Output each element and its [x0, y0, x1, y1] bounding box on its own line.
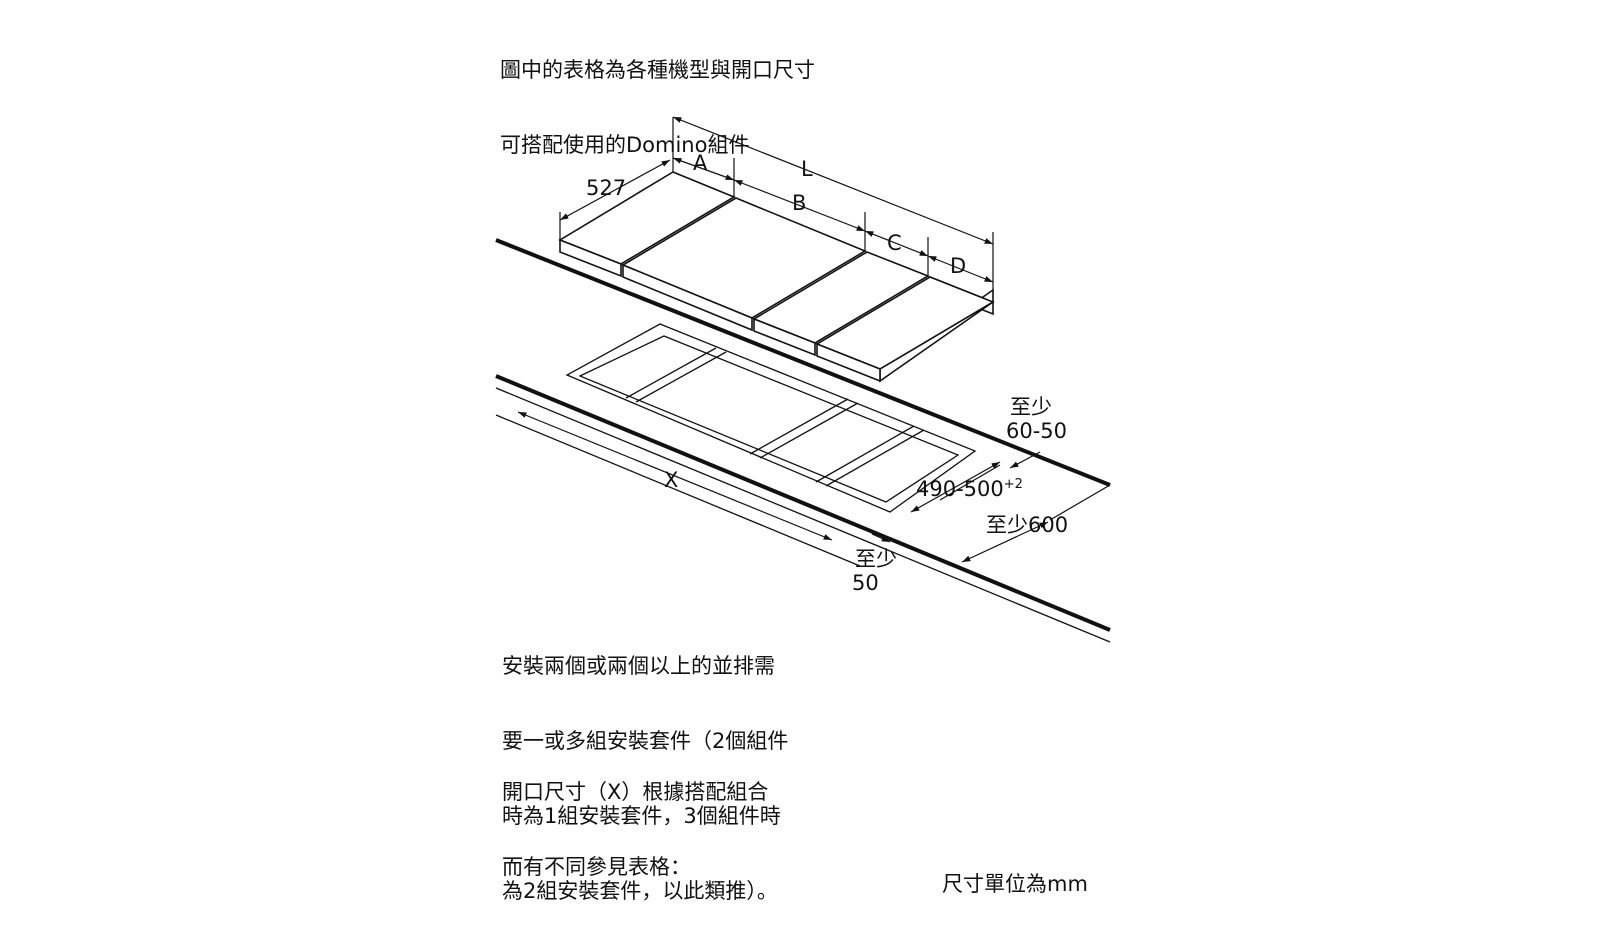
domino-module-c [752, 251, 930, 357]
dim-arrow-c [864, 230, 929, 257]
label-x: X [664, 468, 678, 492]
domino-module-d [815, 275, 995, 383]
dim-arrow-527 [559, 159, 671, 221]
dim-arrow-x [517, 411, 833, 541]
dim-arrow-b [733, 179, 866, 232]
label-min-600: 至少600 [986, 513, 1068, 537]
cutout-note-line-2: 而有不同參見表格： [502, 855, 691, 879]
note-line-2: 要一或多組安裝套件（2個組件 [502, 729, 789, 753]
installation-diagram: 527 A L B C D X 至少 60-50 490-500+2 至少600… [495, 116, 1111, 643]
cutout-inner-outline [578, 335, 960, 503]
cutout-note-line-1: 開口尺寸（X）根據搭配組合 [502, 780, 769, 804]
note-line-1: 安裝兩個或兩個以上的並排需 [502, 654, 775, 678]
label-a: A [693, 151, 708, 175]
frame-divider-3b [815, 425, 915, 483]
dim-arrow-a [672, 157, 735, 181]
label-490-500-value: 490-500 [916, 477, 1004, 501]
label-min-50-value: 50 [852, 571, 879, 595]
label-d: D [950, 254, 966, 278]
label-min-60-50-value: 60-50 [1006, 419, 1067, 443]
label-b: B [792, 191, 806, 215]
dim-arrow-50 [871, 533, 891, 543]
label-490-500-tolerance: +2 [1004, 477, 1023, 492]
label-min-60-50-prefix: 至少 [1010, 395, 1052, 419]
dim-arrow-490-500 [910, 461, 1001, 513]
dim-arrow-600 [961, 521, 1049, 563]
note-line-4: 為2組安裝套件，以此類推）。 [502, 879, 778, 903]
units-note: 尺寸單位為mm [942, 872, 1088, 896]
note-line-3: 時為1組安裝套件，3個組件時 [502, 804, 781, 828]
label-l: L [801, 157, 813, 181]
label-c: C [887, 231, 902, 255]
frame-divider-3a [825, 429, 925, 487]
frame-divider-1b [625, 347, 717, 399]
frame-divider-1a [635, 351, 727, 403]
label-527: 527 [586, 176, 626, 200]
dim-arrow-d [927, 255, 994, 283]
installation-kit-note: 安裝兩個或兩個以上的並排需 要一或多組安裝套件（2個組件 時為1組安裝套件，3個… [502, 604, 788, 929]
label-min-50-prefix: 至少 [855, 547, 897, 571]
intro-line-1: 圖中的表格為各種機型與開口尺寸 [500, 58, 815, 82]
label-490-500: 490-500+2 [916, 477, 1023, 501]
cutout-note: 開口尺寸（X）根據搭配組合 而有不同參見表格： [502, 730, 768, 905]
countertop-back-edge [495, 238, 1111, 487]
dim-arrow-60-50 [1009, 451, 1041, 469]
